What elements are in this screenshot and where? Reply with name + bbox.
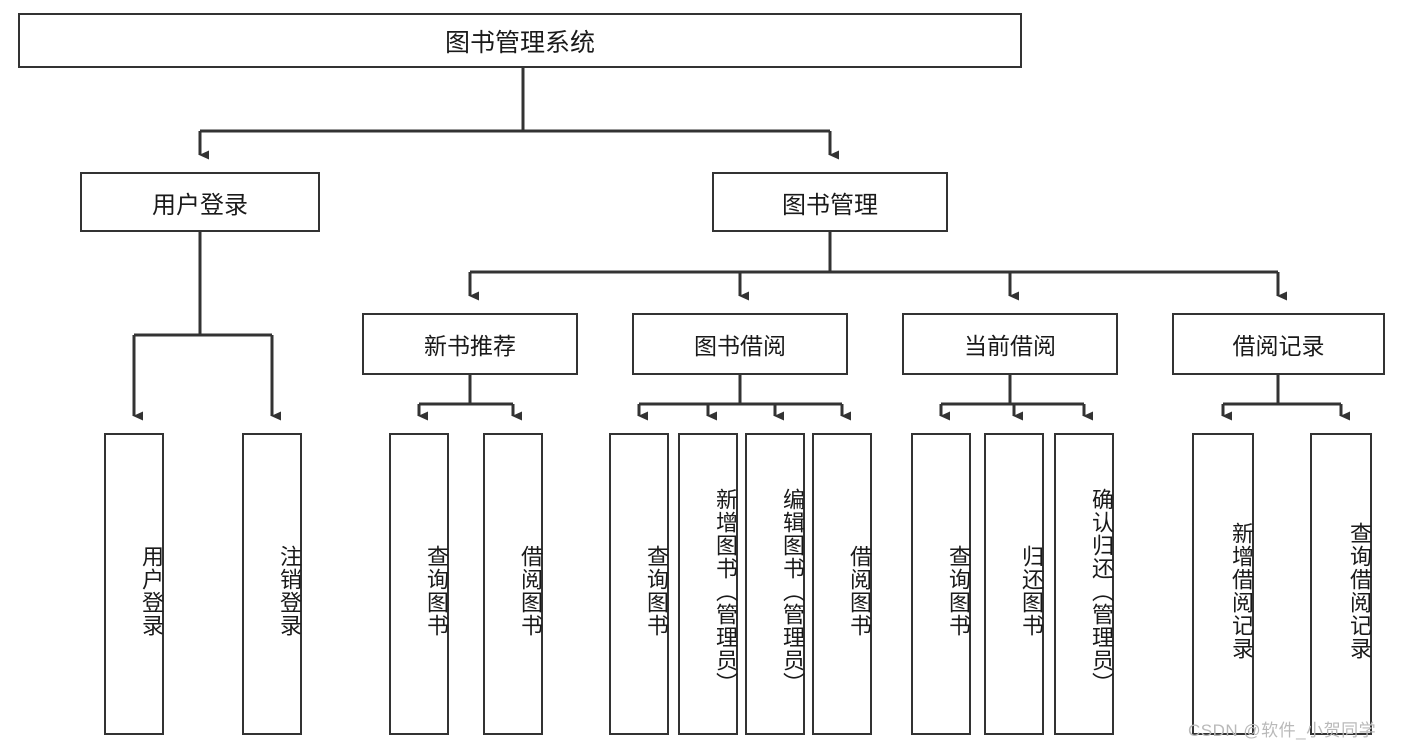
node-leaf-confirm-return-label: 确认归还（管理员） [1089, 487, 1114, 695]
node-leaf-query-book-3[interactable]: 查询图书 [911, 433, 971, 735]
node-leaf-logout[interactable]: 注销登录 [242, 433, 302, 735]
node-borrow-record[interactable]: 借阅记录 [1172, 313, 1385, 375]
node-new-book-recommend[interactable]: 新书推荐 [362, 313, 578, 375]
node-leaf-query-book-1[interactable]: 查询图书 [389, 433, 449, 735]
node-leaf-query-book-2[interactable]: 查询图书 [609, 433, 669, 735]
node-leaf-user-login-label: 用户登录 [139, 545, 164, 637]
node-current-borrow[interactable]: 当前借阅 [902, 313, 1118, 375]
node-user-login[interactable]: 用户登录 [80, 172, 320, 232]
node-leaf-query-record[interactable]: 查询借阅记录 [1310, 433, 1372, 735]
node-leaf-add-record[interactable]: 新增借阅记录 [1192, 433, 1254, 735]
node-leaf-borrow-book-1[interactable]: 借阅图书 [483, 433, 543, 735]
node-book-manage[interactable]: 图书管理 [712, 172, 948, 232]
node-leaf-logout-label: 注销登录 [277, 545, 302, 637]
node-book-manage-label: 图书管理 [782, 191, 878, 219]
node-book-borrow[interactable]: 图书借阅 [632, 313, 848, 375]
node-book-borrow-label: 图书借阅 [694, 333, 786, 359]
node-root[interactable]: 图书管理系统 [18, 13, 1022, 68]
node-leaf-query-book-2-label: 查询图书 [644, 545, 669, 637]
node-leaf-borrow-book-2[interactable]: 借阅图书 [812, 433, 872, 735]
node-leaf-query-book-3-label: 查询图书 [946, 545, 971, 637]
node-root-label: 图书管理系统 [444, 28, 595, 57]
node-borrow-record-label: 借阅记录 [1232, 333, 1325, 359]
node-leaf-query-record-label: 查询借阅记录 [1347, 522, 1372, 660]
node-new-book-recommend-label: 新书推荐 [424, 333, 516, 359]
node-leaf-query-book-1-label: 查询图书 [424, 545, 449, 637]
node-leaf-user-login[interactable]: 用户登录 [104, 433, 164, 735]
node-leaf-return-book[interactable]: 归还图书 [984, 433, 1044, 735]
node-leaf-borrow-book-2-label: 借阅图书 [847, 545, 872, 637]
node-leaf-edit-book-label: 编辑图书（管理员） [780, 487, 805, 695]
node-leaf-confirm-return[interactable]: 确认归还（管理员） [1054, 433, 1114, 735]
node-leaf-add-book-label: 新增图书（管理员） [713, 487, 738, 695]
node-leaf-borrow-book-1-label: 借阅图书 [518, 545, 543, 637]
watermark-text: CSDN @软件_小贺同学 [1188, 721, 1377, 740]
node-leaf-add-book[interactable]: 新增图书（管理员） [678, 433, 738, 735]
node-leaf-edit-book[interactable]: 编辑图书（管理员） [745, 433, 805, 735]
node-current-borrow-label: 当前借阅 [964, 333, 1056, 359]
node-leaf-add-record-label: 新增借阅记录 [1229, 522, 1254, 660]
node-user-login-label: 用户登录 [152, 191, 248, 219]
node-leaf-return-book-label: 归还图书 [1019, 545, 1044, 637]
